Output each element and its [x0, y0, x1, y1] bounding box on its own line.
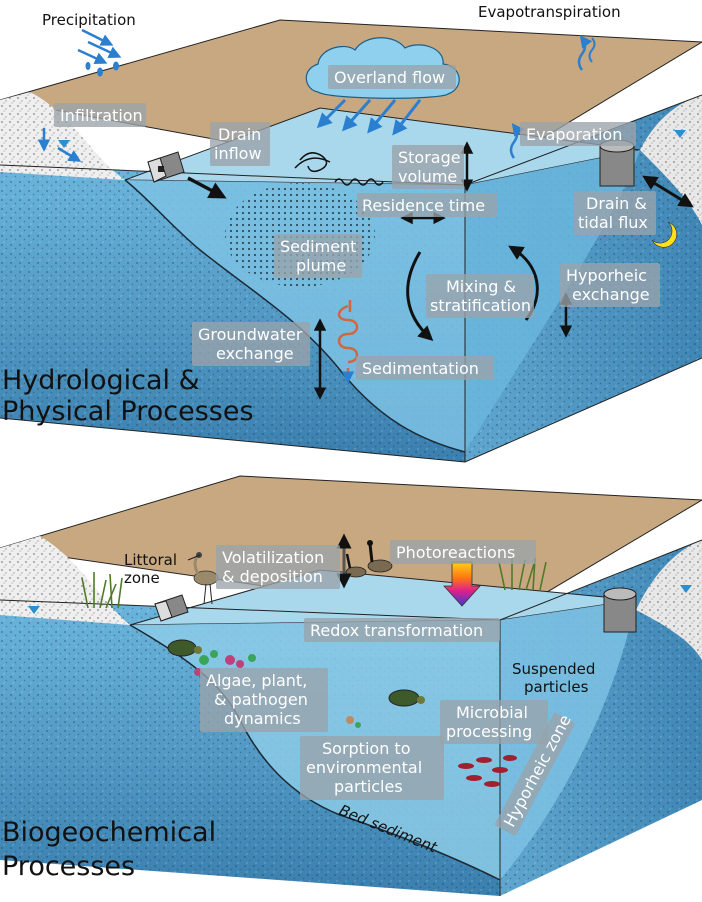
- top-water-section: [125, 180, 465, 452]
- water-table-icon-bottom-left: [28, 606, 40, 614]
- infiltration-arrows-icon: [37, 128, 82, 162]
- groundwater-label-2: exchange: [216, 344, 294, 363]
- sedimentation-label: Sedimentation: [362, 359, 479, 378]
- fish-school-icon: [458, 755, 517, 787]
- drain-pipe-bottom-icon: [154, 594, 189, 622]
- photoreactions-arrow-icon: [443, 561, 481, 607]
- infiltration-label: Infiltration: [60, 106, 143, 125]
- algae-label-1: Algae, plant,: [206, 671, 307, 690]
- bottom-panel-title-line2: Processes: [2, 851, 135, 882]
- drain-tidal-label-1: Drain &: [586, 194, 647, 213]
- mixing-label-2: stratification: [430, 296, 531, 315]
- turtle-icon-2: [388, 689, 425, 707]
- water-table-icon-left: [58, 140, 70, 148]
- sorption-label-2: environmental: [306, 758, 422, 777]
- storage-volume-label-1: Storage: [398, 148, 461, 167]
- storage-volume-label-2: volume: [398, 167, 457, 186]
- residence-time-label: Residence time: [362, 196, 485, 215]
- mixing-arrow-left: [406, 251, 434, 342]
- hyporheic-exchange-label-1: Hyporheic: [566, 266, 647, 285]
- moon-icon: [651, 221, 677, 248]
- drain-pipe-icon: [147, 151, 227, 199]
- redox-label: Redox transformation: [310, 621, 483, 640]
- evaporation-label: Evaporation: [526, 125, 622, 144]
- top-panel-title-line1: Hydrological &: [2, 365, 200, 396]
- volatilization-label-2: & deposition: [222, 567, 323, 586]
- reeds-icon: [81, 556, 547, 609]
- suspended-label-2: particles: [524, 678, 589, 696]
- evapotranspiration-icon: [577, 34, 596, 71]
- drain-tidal-label-2: tidal flux: [578, 213, 648, 232]
- mixing-label-1: Mixing &: [446, 277, 516, 296]
- drain-inflow-label-1: Drain: [218, 125, 261, 144]
- suspended-label-1: Suspended: [512, 660, 595, 678]
- microbial-label-1: Microbial: [456, 703, 528, 722]
- heron-icon: [187, 552, 219, 605]
- sedimentation-spiral-icon: [337, 300, 359, 384]
- photoreactions-label: Photoreactions: [396, 543, 515, 562]
- overland-flow-label: Overland flow: [334, 68, 445, 87]
- sediment-plume-label-1: Sediment: [280, 237, 356, 256]
- algae-icon: [194, 650, 361, 728]
- precipitation-label: Precipitation: [42, 11, 136, 29]
- littoral-label-1: Littoral: [124, 551, 177, 569]
- sediment-plume-label-2: plume: [296, 256, 346, 275]
- littoral-label-2: zone: [124, 569, 160, 587]
- water-table-icon-bottom-right: [680, 585, 692, 593]
- sorption-label-1: Sorption to: [322, 739, 410, 758]
- sorption-label-3: particles: [334, 777, 403, 796]
- surface-swirl-icon: [294, 152, 384, 186]
- algae-label-3: dynamics: [224, 709, 301, 728]
- volatilization-label-1: Volatilization: [222, 548, 324, 567]
- culvert-bottom-icon: [603, 587, 637, 633]
- bottom-panel-title-line1: Biogeochemical: [2, 817, 216, 848]
- hyporheic-exchange-label-2: exchange: [572, 285, 650, 304]
- water-table-icon-right: [674, 130, 686, 138]
- evaporation-icon: [509, 122, 525, 159]
- top-panel-title-line2: Physical Processes: [2, 396, 254, 427]
- algae-label-2: & pathogen: [214, 690, 308, 709]
- microbial-label-2: processing: [446, 722, 532, 741]
- precipitation-arrows-icon: [77, 28, 122, 77]
- drain-inflow-label-2: inflow: [214, 144, 262, 163]
- groundwater-label-1: Groundwater: [198, 325, 303, 344]
- turtle-icon-1: [167, 639, 202, 657]
- evapotranspiration-label: Evapotranspiration: [478, 3, 621, 21]
